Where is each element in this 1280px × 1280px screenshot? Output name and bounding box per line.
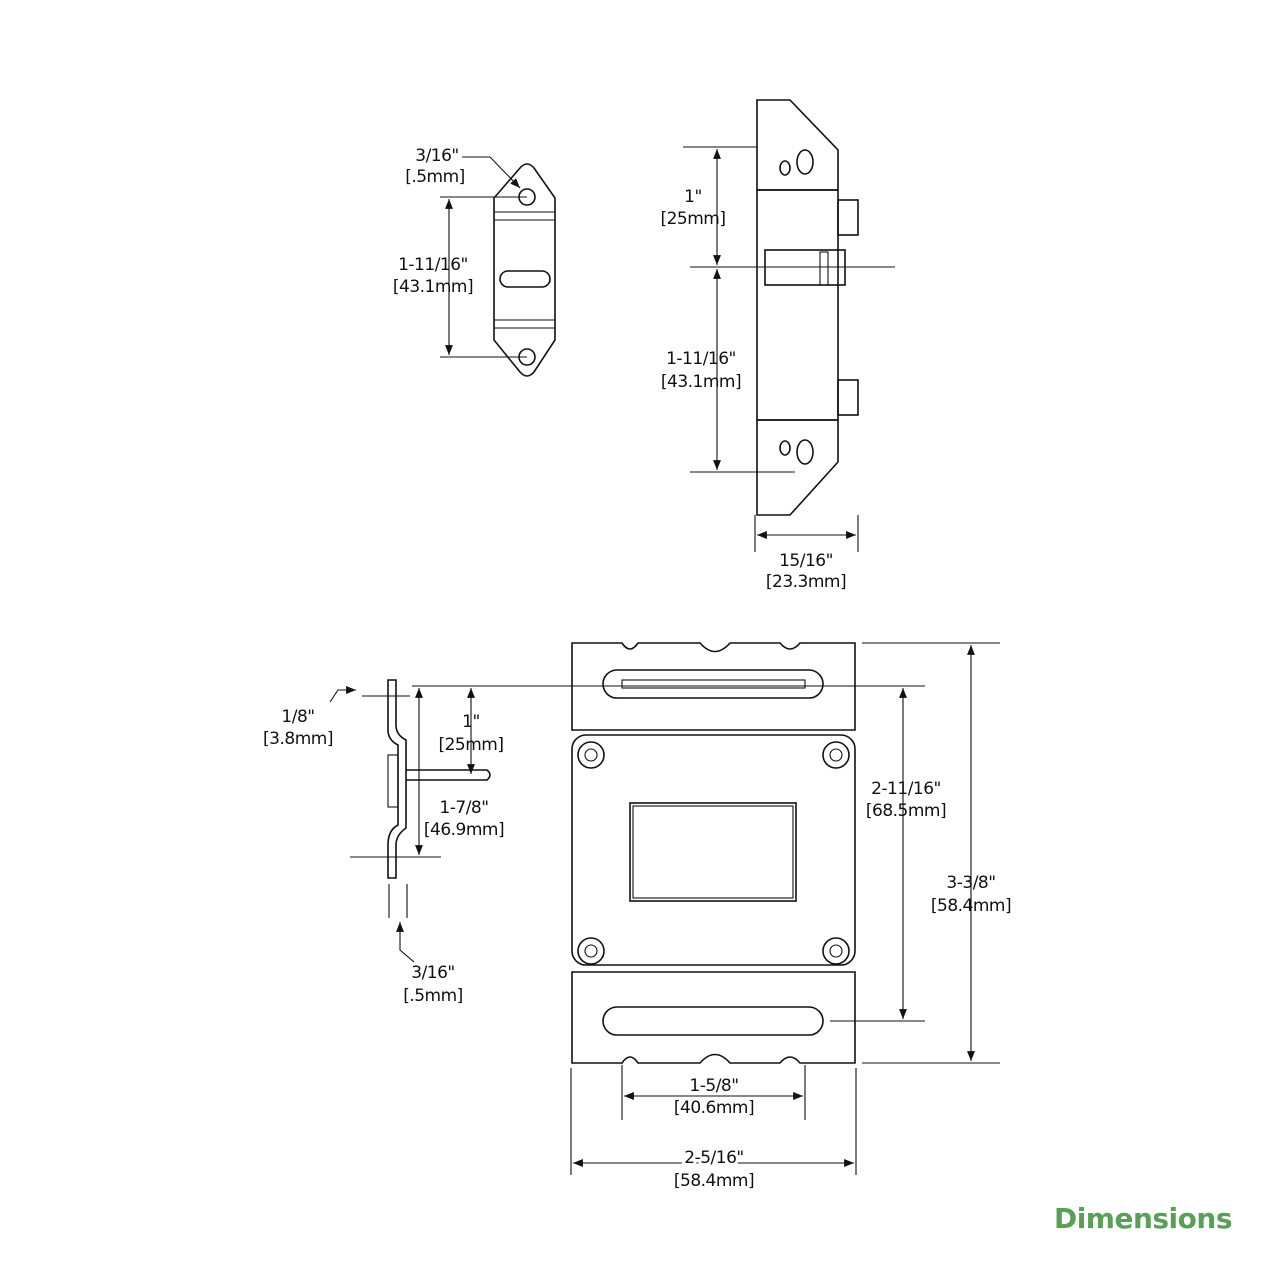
page-title: Dimensions [1053, 1202, 1233, 1235]
strike-side-view [683, 99, 895, 552]
lock-height-in: 3-3/8" [946, 873, 995, 893]
lock-height-mm: [58.4mm] [931, 896, 1011, 916]
lock-offset-in: 1" [462, 712, 480, 732]
strike-front-view [440, 156, 556, 377]
inner-width-mm: [40.6mm] [674, 1098, 754, 1118]
lock-side-height-in: 1-7/8" [439, 798, 488, 818]
strike-depth-in: 15/16" [779, 551, 833, 571]
strike-depth-mm: [23.3mm] [766, 572, 846, 592]
lock-plate-mm: [3.8mm] [263, 729, 333, 749]
inner-width-in: 1-5/8" [689, 1076, 738, 1096]
lock-width-mm: [58.4mm] [674, 1171, 754, 1191]
strike-hole-in: 3/16" [415, 146, 459, 166]
strike-side-height-in: 1-11/16" [666, 349, 736, 369]
strike-hole-mm: [.5mm] [405, 167, 465, 187]
lock-side-height-mm: [46.9mm] [424, 820, 504, 840]
lock-front-view [570, 642, 1000, 1175]
lock-side-view [329, 679, 925, 963]
slot-spacing-in: 2-11/16" [871, 779, 941, 799]
strike-offset-in: 1" [684, 187, 702, 207]
lock-width-in: 2-5/16" [684, 1148, 743, 1168]
lock-thickness-mm: [.5mm] [403, 986, 463, 1006]
strike-height-mm: [43.1mm] [393, 277, 473, 297]
slot-spacing-mm: [68.5mm] [866, 801, 946, 821]
strike-height-in: 1-11/16" [398, 255, 468, 275]
strike-side-height-mm: [43.1mm] [661, 372, 741, 392]
lock-offset-mm: [25mm] [438, 735, 503, 755]
lock-plate-in: 1/8" [281, 707, 314, 727]
lock-thickness-in: 3/16" [411, 963, 455, 983]
strike-offset-mm: [25mm] [660, 209, 725, 229]
